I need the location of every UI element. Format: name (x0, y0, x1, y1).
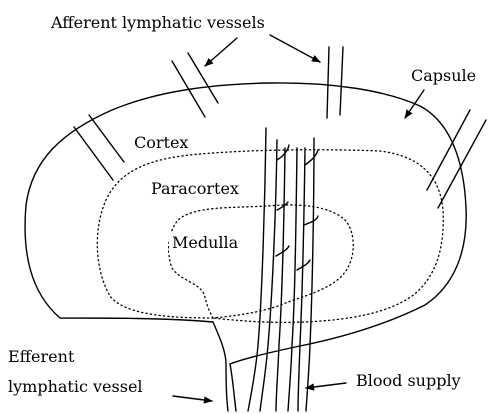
label-paracortex: Paracortex (151, 179, 239, 198)
label-medulla: Medulla (172, 233, 239, 252)
blood-vessels (248, 128, 318, 411)
efferent-vessel-inner (230, 364, 236, 411)
label-efferent-line2: lymphatic vessel (8, 377, 143, 396)
label-cortex: Cortex (134, 133, 188, 152)
paracortex-boundary (97, 150, 443, 323)
label-efferent-line1: Efferent (8, 347, 75, 366)
efferent-vessel (213, 322, 228, 411)
label-capsule: Capsule (411, 66, 476, 85)
label-afferent: Afferent lymphatic vessels (50, 13, 265, 32)
capsule-outline (25, 83, 466, 364)
label-blood-supply: Blood supply (356, 371, 461, 390)
